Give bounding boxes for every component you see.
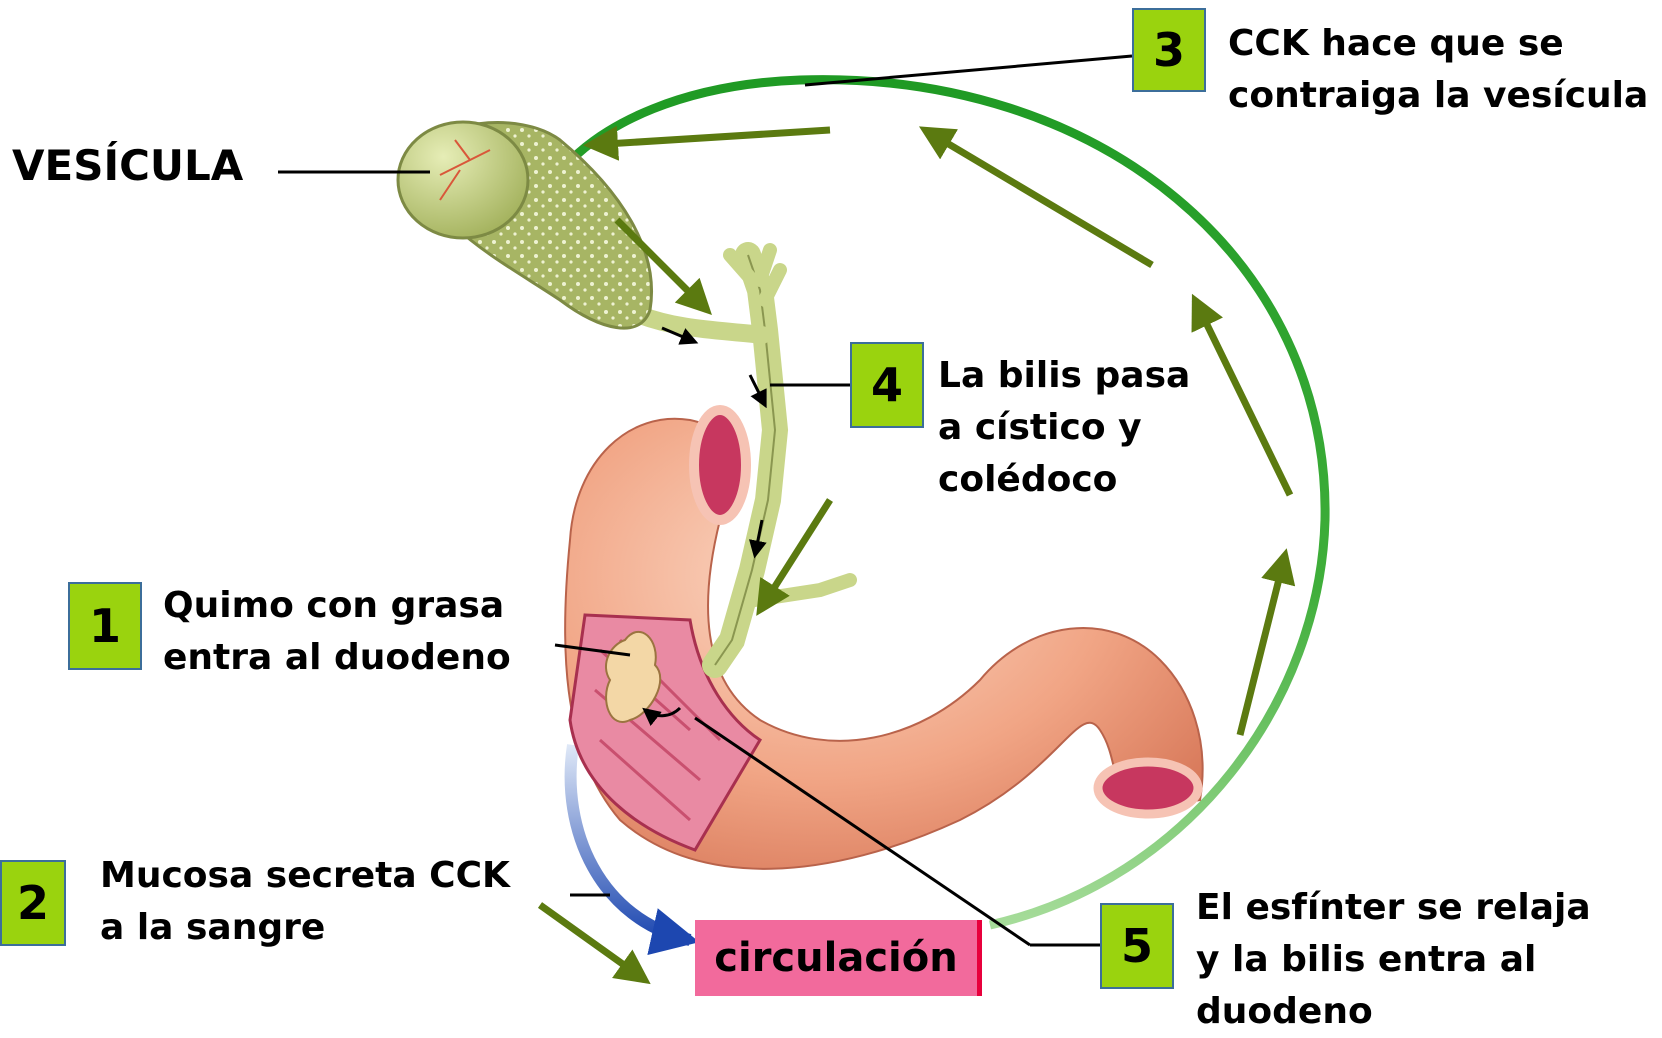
intestine-lumen-end bbox=[1098, 762, 1198, 814]
step-number-5: 5 bbox=[1100, 903, 1174, 989]
step-2-text: Mucosa secreta CCK a la sangre bbox=[100, 850, 510, 954]
step-number-1: 1 bbox=[68, 582, 142, 670]
intestine-lumen-top bbox=[694, 410, 746, 520]
gallbladder-fundus bbox=[398, 122, 528, 238]
step-number-3: 3 bbox=[1132, 8, 1206, 92]
step-4-text: La bilis pasa a cístico y colédoco bbox=[938, 350, 1190, 506]
arrow-loop-middle bbox=[1195, 300, 1290, 495]
gallbladder-label: VESÍCULA bbox=[12, 140, 243, 192]
step-5-text: El esfínter se relaja y la bilis entra a… bbox=[1196, 882, 1591, 1038]
gallbladder bbox=[398, 122, 652, 328]
arrow-to-gallbladder bbox=[590, 130, 830, 145]
circulation-box: circulación bbox=[695, 920, 982, 996]
arrow-loop-upper bbox=[925, 130, 1152, 265]
step-1-text: Quimo con grasa entra al duodeno bbox=[163, 580, 511, 684]
step-3-text: CCK hace que se contraiga la vesícula bbox=[1228, 18, 1648, 122]
step-number-2: 2 bbox=[0, 860, 66, 946]
step-number-4: 4 bbox=[850, 342, 924, 428]
